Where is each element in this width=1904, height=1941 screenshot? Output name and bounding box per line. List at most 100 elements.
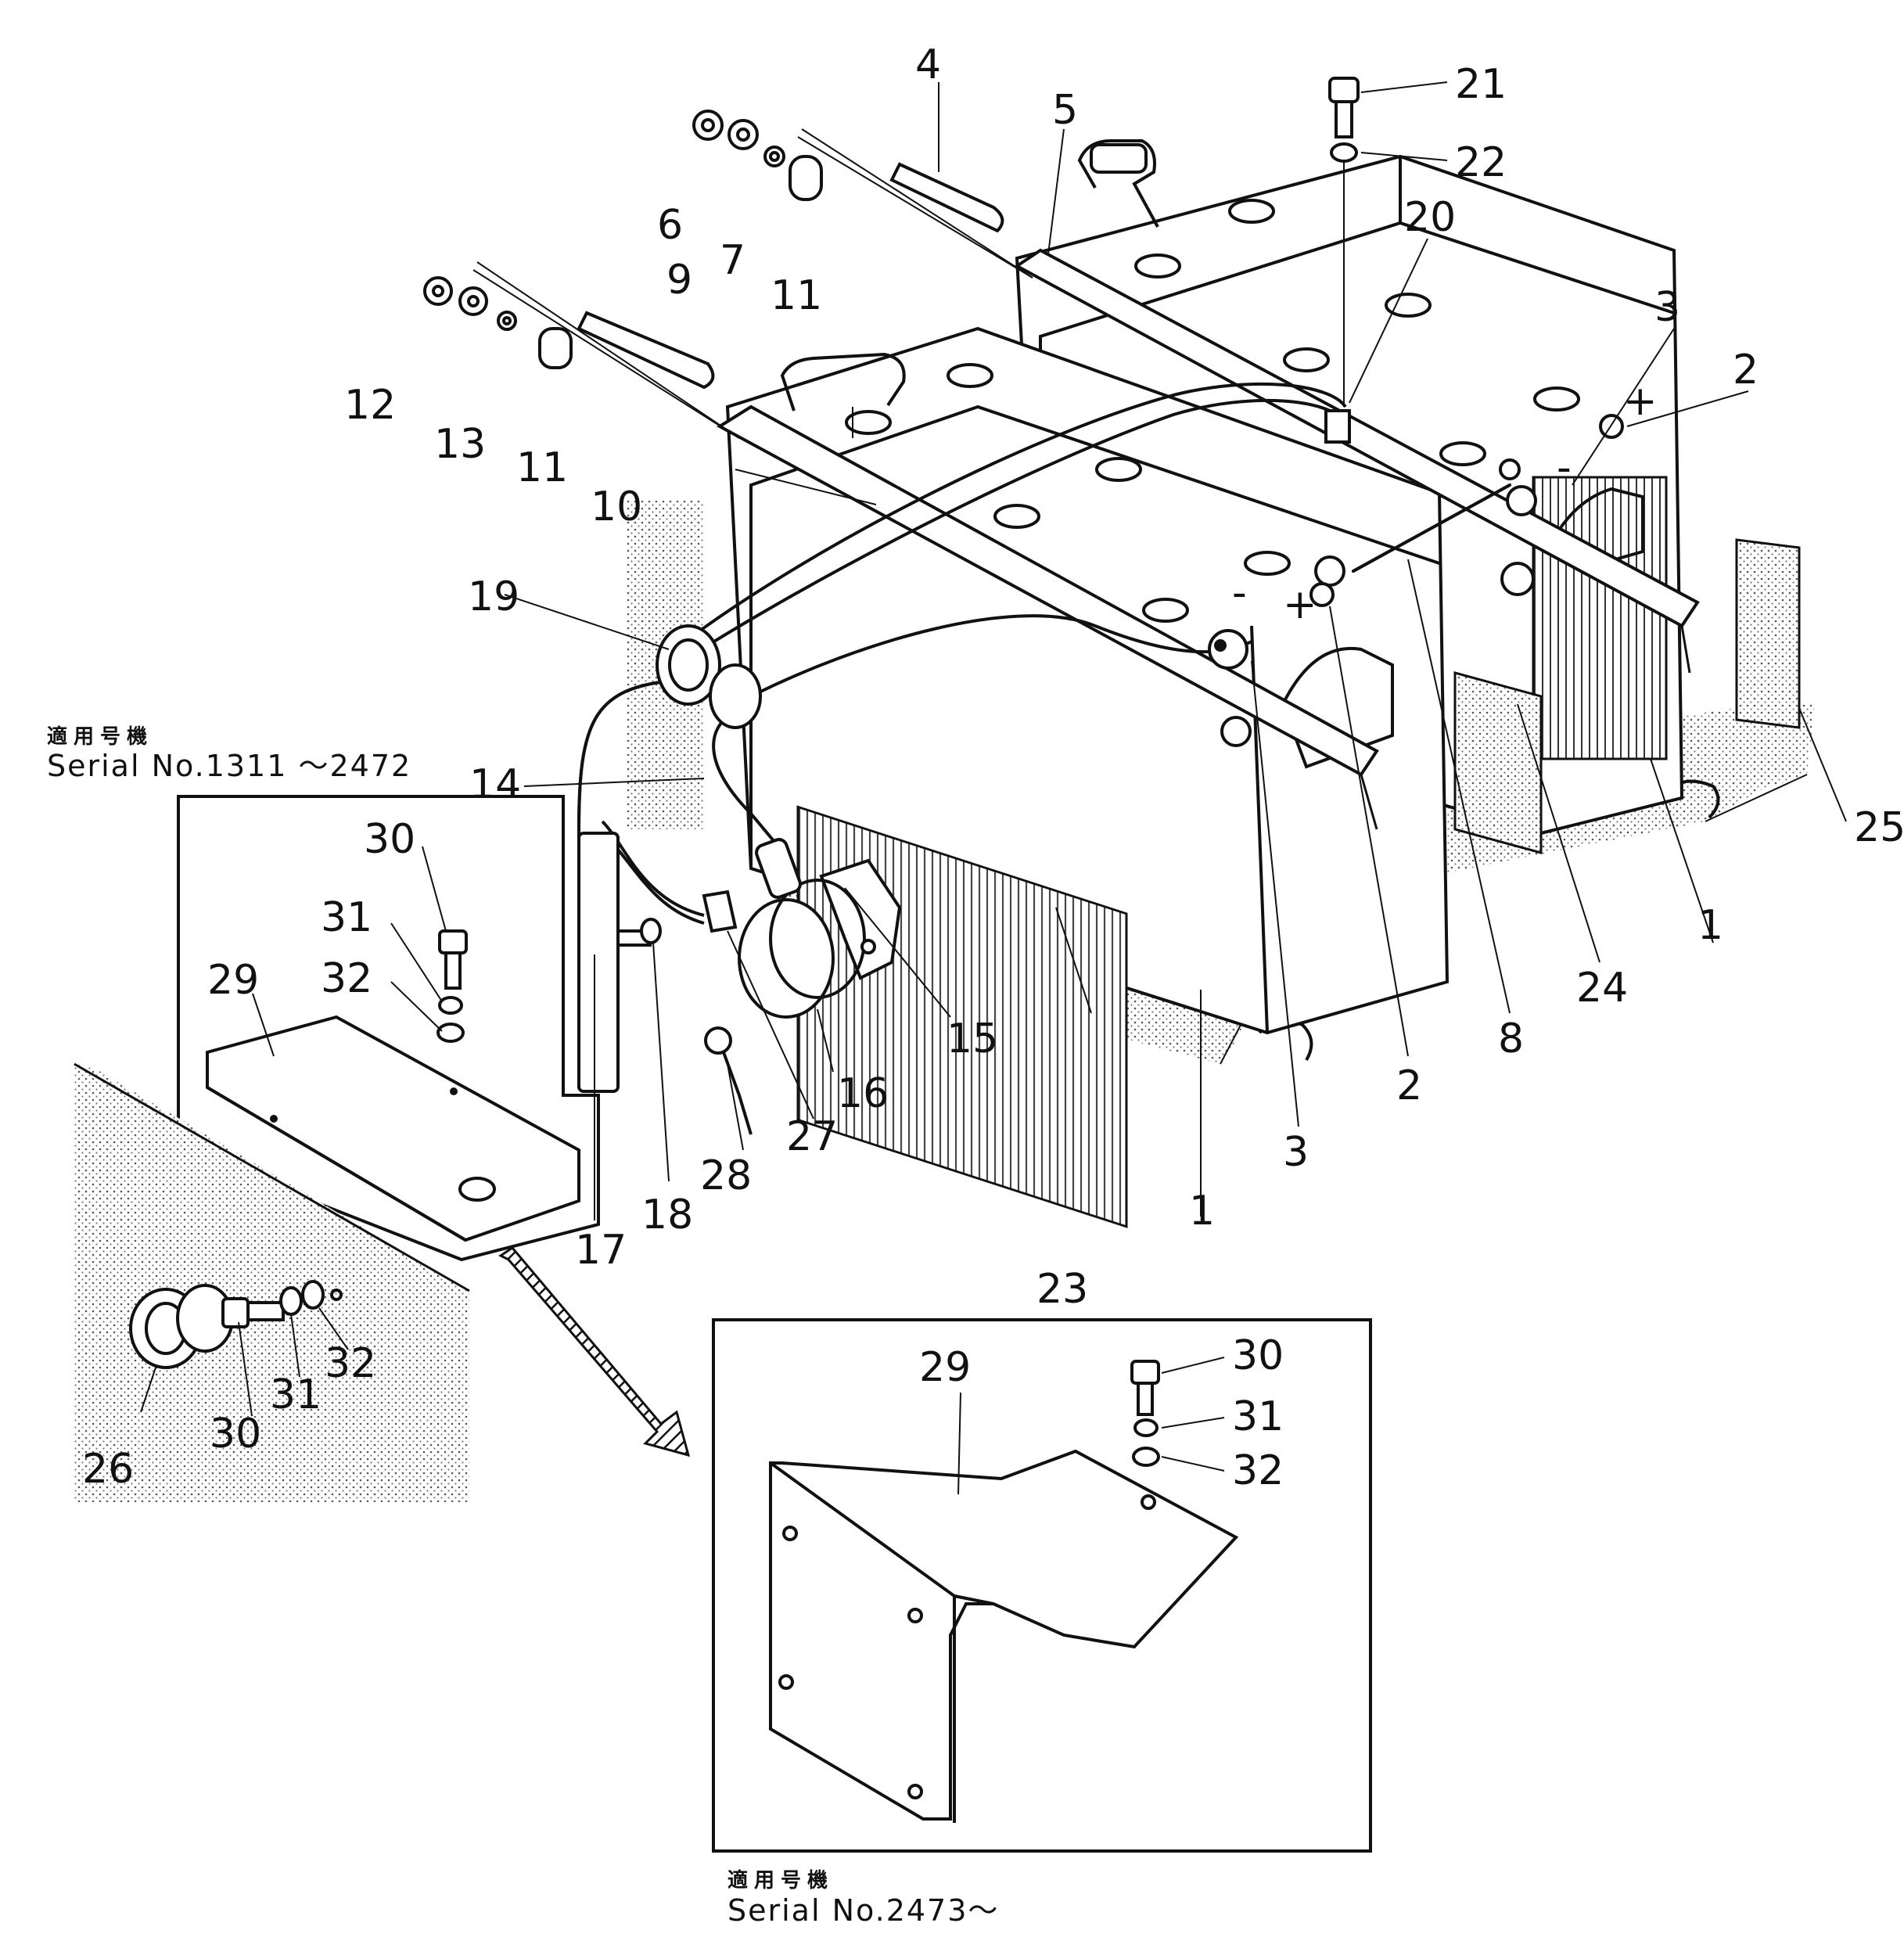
callout-4: 4 xyxy=(915,41,941,88)
rear-hold-down-bar xyxy=(1014,248,1700,628)
bolt-30-early xyxy=(438,929,468,990)
caption-early-japanese: 適用号機 xyxy=(47,724,153,749)
caption-late-japanese: 適用号機 xyxy=(727,1868,834,1892)
minus-mark-front: - xyxy=(1232,570,1247,616)
transition-arrow xyxy=(498,1246,691,1458)
washer-32-early xyxy=(436,1023,465,1043)
grommet-19 xyxy=(656,624,762,729)
callout-13: 13 xyxy=(434,421,486,468)
plus-mark-front: + xyxy=(1283,581,1317,628)
callout-11-top: 11 xyxy=(771,272,822,319)
callout-32-early: 32 xyxy=(321,955,372,1002)
cable-4 xyxy=(789,128,1033,279)
callout-7: 7 xyxy=(720,237,745,284)
terminals xyxy=(1208,409,1624,747)
inset-serial-2473 xyxy=(712,1318,1372,1853)
callout-8: 8 xyxy=(1498,1015,1524,1062)
serial-caption-early: 適用号機 Serial No.1311 ～2472 xyxy=(47,724,411,783)
ground-cable xyxy=(750,614,1252,698)
cable-9 xyxy=(472,261,740,439)
callout-5: 5 xyxy=(1052,87,1078,134)
callout-25: 25 xyxy=(1854,804,1904,851)
callout-18: 18 xyxy=(641,1192,693,1238)
callout-2-lower: 2 xyxy=(1396,1062,1422,1109)
plus-mark-rear: + xyxy=(1623,378,1658,425)
callout-23: 23 xyxy=(1036,1266,1088,1313)
callout-12: 12 xyxy=(344,382,396,429)
callout-numbers: 4 5 21 22 20 3 2 6 7 11 9 12 13 11 10 19… xyxy=(82,41,1904,1494)
callout-29-early: 29 xyxy=(207,957,259,1004)
polarity-marks: + - + - xyxy=(1232,378,1658,628)
callout-20: 20 xyxy=(1404,194,1456,241)
callout-22: 22 xyxy=(1455,139,1507,186)
callout-10: 10 xyxy=(591,483,642,530)
cables xyxy=(577,382,1511,1089)
washer-32-panel xyxy=(301,1280,325,1310)
callout-30-panel: 30 xyxy=(210,1411,261,1458)
callout-24: 24 xyxy=(1576,965,1628,1012)
callout-14: 14 xyxy=(469,761,521,808)
pad-24 xyxy=(1453,671,1543,854)
rear-battery-ribs xyxy=(1532,476,1668,760)
callout-11-lower: 11 xyxy=(516,444,568,491)
washer-7 xyxy=(763,146,785,167)
cable-end-28 xyxy=(704,1026,753,1135)
washer-31-panel xyxy=(279,1286,303,1316)
cover-29-late xyxy=(769,1449,1239,1821)
serial-caption-late: 適用号機 Serial No.2473～ xyxy=(727,1868,999,1928)
callout-31-late: 31 xyxy=(1232,1393,1284,1440)
callout-1-right: 1 xyxy=(1697,902,1723,949)
terminal-stud-cap xyxy=(577,832,620,1093)
inset-serial-1311-2472 xyxy=(177,795,600,1262)
nut-12 xyxy=(423,276,488,316)
callout-2-top: 2 xyxy=(1733,347,1759,394)
boot-11a xyxy=(789,155,823,201)
pad-25 xyxy=(1735,538,1801,729)
hold-down-bars xyxy=(717,248,1700,830)
callout-32-late: 32 xyxy=(1232,1447,1284,1494)
callout-9: 9 xyxy=(666,257,692,304)
callout-27: 27 xyxy=(786,1113,838,1160)
vent-cap xyxy=(1228,199,1275,224)
callout-3-lower: 3 xyxy=(1283,1129,1309,1176)
washer-31-late xyxy=(1133,1418,1159,1437)
callout-3-top: 3 xyxy=(1654,284,1680,331)
boot-11b xyxy=(538,327,573,369)
washer-13 xyxy=(497,311,517,331)
callout-29-late: 29 xyxy=(919,1344,971,1391)
washer-31-early xyxy=(438,996,463,1015)
callout-21: 21 xyxy=(1455,61,1507,108)
cable-clamp-20 xyxy=(1324,409,1351,444)
battery-relay-16 xyxy=(738,838,902,1019)
callout-15: 15 xyxy=(947,1015,998,1062)
washer-18 xyxy=(640,918,662,944)
front-hold-down-bar xyxy=(717,404,1379,777)
battery-cable-20 xyxy=(663,382,1347,659)
callout-26: 26 xyxy=(82,1446,134,1493)
washer-32-late xyxy=(1132,1447,1160,1467)
callout-19: 19 xyxy=(468,573,519,620)
callout-31-panel: 31 xyxy=(270,1371,322,1418)
callout-6: 6 xyxy=(657,202,683,249)
terminal-clamp-3 xyxy=(1208,629,1248,670)
nut-6 xyxy=(692,110,759,150)
bolt-21 xyxy=(1328,77,1360,138)
insulation-pads xyxy=(1453,538,1801,854)
side-panel xyxy=(74,1062,470,1502)
caption-late-serial: Serial No.2473～ xyxy=(727,1893,999,1928)
caption-early-serial: Serial No.1311 ～2472 xyxy=(47,749,411,783)
callout-31-early: 31 xyxy=(321,894,372,941)
bolt-30-late xyxy=(1130,1360,1160,1416)
washer-22 xyxy=(1330,142,1358,163)
terminal-clamp-2 xyxy=(1314,555,1345,587)
callout-17: 17 xyxy=(575,1227,627,1274)
callout-30-late: 30 xyxy=(1232,1332,1284,1379)
callout-16: 16 xyxy=(837,1070,889,1117)
callout-1-lower: 1 xyxy=(1189,1188,1215,1235)
callout-28: 28 xyxy=(700,1152,752,1199)
callout-32-panel: 32 xyxy=(325,1340,376,1387)
leader-lines xyxy=(140,81,1847,1495)
minus-mark-rear: - xyxy=(1557,444,1572,491)
callout-30-early: 30 xyxy=(364,816,415,863)
